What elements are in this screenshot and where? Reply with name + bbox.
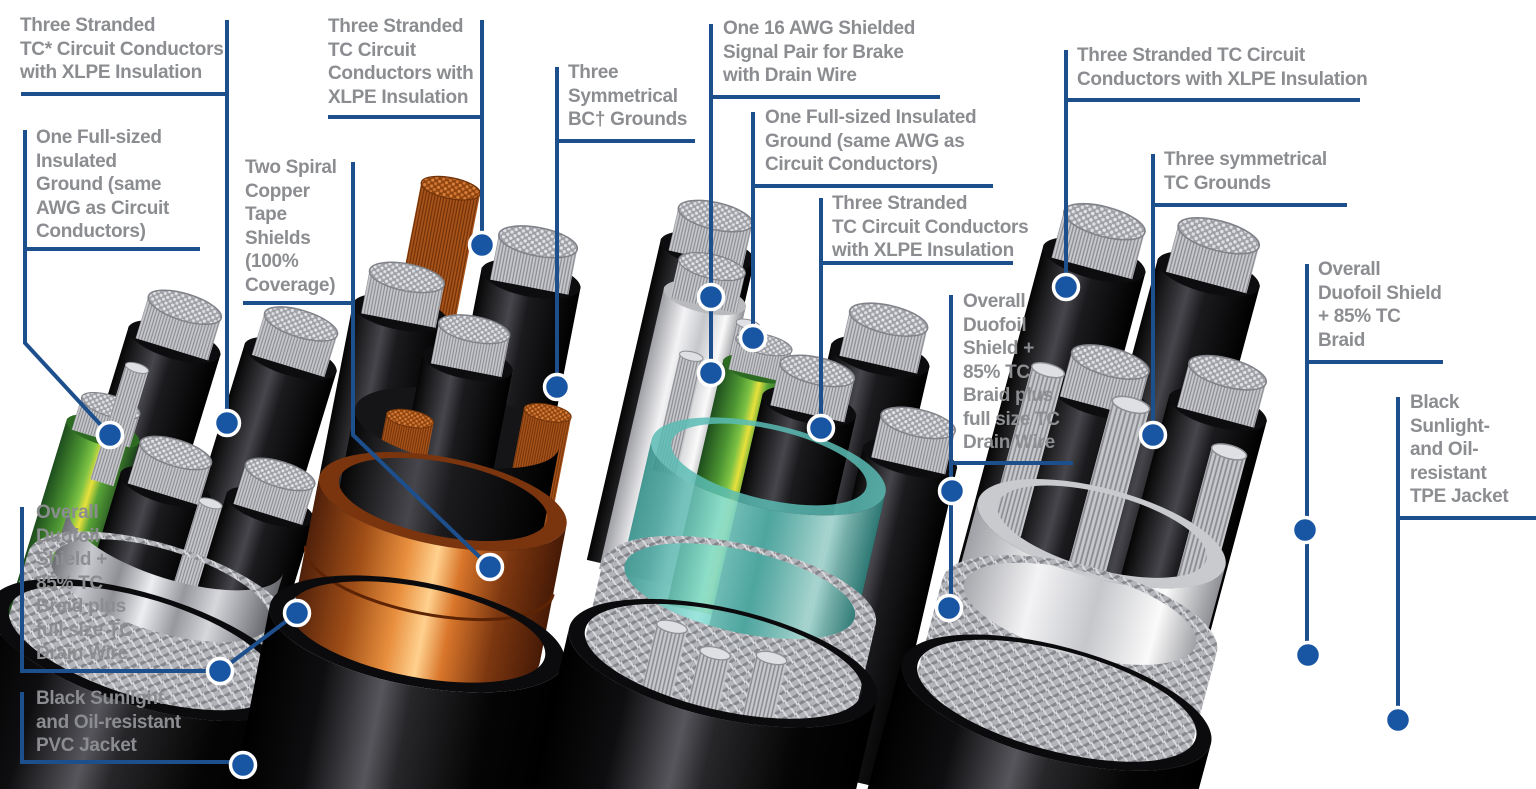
cable-4-foil-rim: [977, 479, 1226, 589]
cable-3-illustration: [472, 191, 969, 789]
label-cable3-shield: Overall Duofoil Shield + 85% TC Braid pl…: [963, 291, 1060, 453]
label-cable1-shield: Overall Duofoil Shield + 85% TC Braid pl…: [36, 502, 133, 664]
callout-dot-cable4-braid: [1293, 640, 1323, 670]
cable-4-braid: [941, 555, 1218, 677]
label-cable1-ground: One Full-sized Insulated Ground (same AW…: [36, 127, 170, 242]
callout-dot-cable3-signal-pair: [696, 282, 726, 312]
callout-line-cable1-jacket: [20, 692, 240, 764]
callout-line-cable4-shield: [1305, 264, 1443, 655]
callout-line-cable1-conductors: [21, 20, 229, 423]
callout-line-cable1-ground: [23, 130, 200, 437]
cable-1-jacket: [0, 603, 296, 789]
callout-line-cable3-shield: [949, 295, 1073, 608]
cable-3-jacket: [472, 627, 878, 789]
label-cable1-conductors: Three Stranded TC* Circuit Conductors wi…: [20, 15, 224, 83]
label-cable3-conductors: Three Stranded TC Circuit Conductors wit…: [832, 193, 1029, 261]
callout-dot-cable2-conductors: [467, 230, 497, 260]
label-cable4-jacket: Black Sunlight- and Oil- resistant TPE J…: [1410, 392, 1509, 507]
cable-2-illustration: [182, 171, 592, 789]
cable-2-jacket: [182, 605, 565, 789]
callout-line-cable1-shield: [20, 507, 299, 673]
callout-line-cable4-conductors: [1064, 50, 1360, 287]
callout-line-cable4-jacket: [1396, 397, 1536, 720]
cable-2-copper-tape-shield: [292, 477, 567, 689]
label-cable4-grounds: Three symmetrical TC Grounds: [1164, 149, 1327, 194]
label-cable3-signal-pair: One 16 AWG Shielded Signal Pair for Brak…: [723, 18, 916, 86]
cable-3-mylar-wrap-rim: [651, 417, 886, 516]
callout-dot-cable4-foil: [1290, 515, 1320, 545]
callout-dot-cable1-jacket: [228, 750, 258, 780]
label-cable4-conductors: Three Stranded TC Circuit Conductors wit…: [1077, 45, 1368, 90]
label-cable4-shield: Overall Duofoil Shield + 85% TC Braid: [1318, 259, 1442, 351]
label-cable3-ground: One Full-sized Insulated Ground (same AW…: [765, 107, 977, 175]
label-cable2-tape-shields: Two Spiral Copper Tape Shields (100% Cov…: [245, 157, 337, 296]
callout-dot-cable4-conductors: [1051, 272, 1081, 302]
callout-dot-cable3-conductors: [806, 413, 836, 443]
callout-line-cable2-tape-shields: [243, 162, 492, 569]
callout-dot-cable3-foil: [937, 476, 967, 506]
callout-line-cable4-grounds: [1151, 154, 1347, 435]
callout-dot-cable4-jacket: [1383, 705, 1413, 735]
callout-dot-cable1-conductors: [212, 408, 242, 438]
callout-dot-cable1-braid: [282, 598, 312, 628]
callout-dot-cable3-signal-shield: [696, 358, 726, 388]
callout-line-cable2-conductors: [328, 20, 484, 245]
callout-line-cable2-grounds: [555, 67, 695, 387]
callout-dot-cable1-ground: [95, 420, 125, 450]
cable-3-mylar-wrap: [619, 439, 886, 652]
callout-dot-cable2-grounds: [542, 372, 572, 402]
label-cable2-conductors: Three Stranded TC Circuit Conductors wit…: [328, 16, 474, 108]
label-cable2-grounds: Three Symmetrical BC† Grounds: [568, 62, 688, 130]
cable-2-copper-tape-rim: [318, 452, 567, 551]
callout-dot-cable3-ground: [738, 323, 768, 353]
callout-line-cable3-conductors: [819, 198, 1013, 428]
callout-dot-cable4-grounds: [1138, 420, 1168, 450]
callout-dot-cable3-braid: [934, 593, 964, 623]
label-cable1-jacket: Black Sunlight- and Oil-resistant PVC Ja…: [36, 688, 181, 756]
cable-4-illustration: [802, 192, 1281, 789]
callout-line-cable3-ground: [751, 112, 993, 338]
callout-dot-cable2-tape: [475, 552, 505, 582]
cable-4-jacket: [802, 661, 1211, 789]
callout-line-cable3-signal-pair: [709, 24, 940, 373]
callout-dot-cable1-foil: [205, 656, 235, 686]
